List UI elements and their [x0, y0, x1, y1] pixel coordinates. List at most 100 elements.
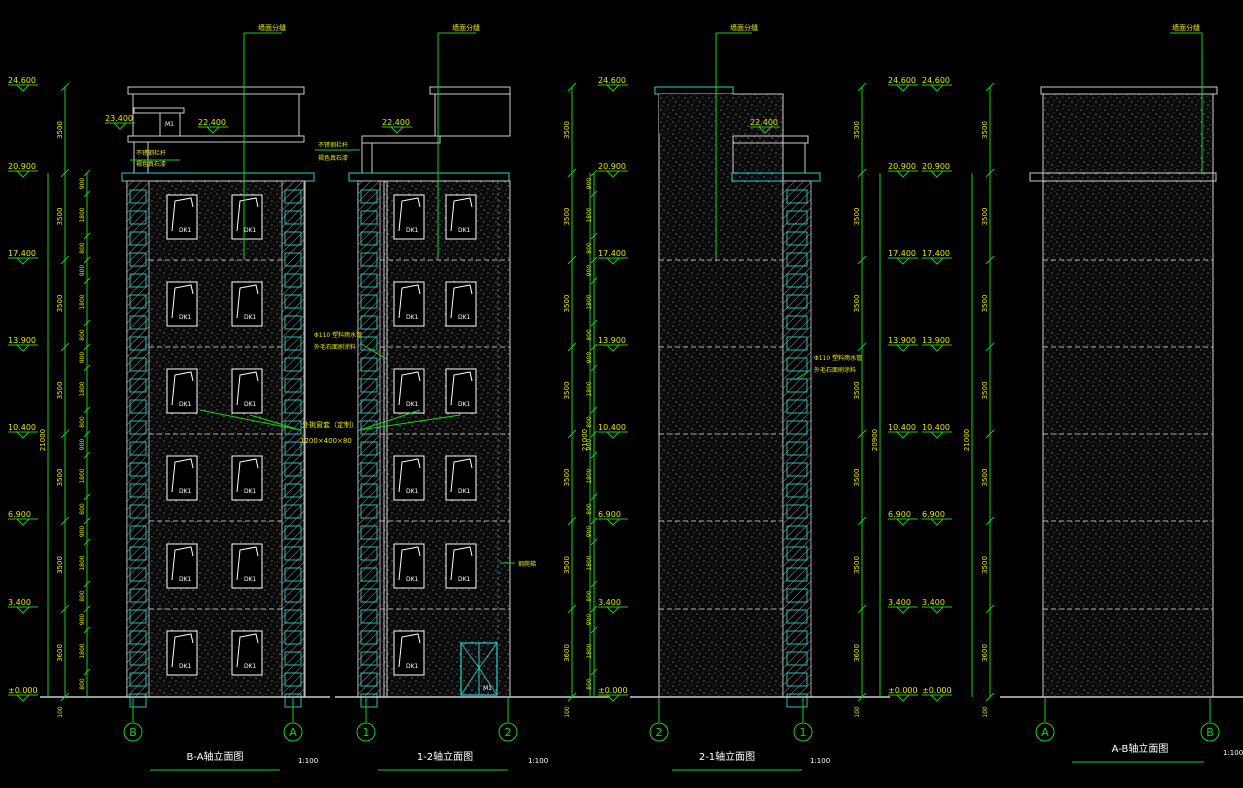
- elevation-marker: 3.400: [8, 598, 38, 614]
- elevation-marker: 13.900: [922, 336, 952, 352]
- svg-text:6.900: 6.900: [598, 510, 621, 519]
- window-tag: DK1: [179, 314, 192, 321]
- annotations: [130, 32, 1203, 564]
- view-2-1: [654, 86, 821, 708]
- stone-block: [786, 273, 808, 288]
- stone-block: [129, 609, 147, 624]
- roof-door-tag: M1: [165, 121, 174, 128]
- svg-text:3500: 3500: [981, 469, 989, 487]
- stone-block: [360, 630, 378, 645]
- stone-block: [129, 651, 147, 666]
- svg-text:1: 1: [363, 726, 370, 739]
- elevation-marker: 6.900: [922, 510, 952, 526]
- svg-text:3600: 3600: [981, 644, 989, 662]
- window-dk1: DK1: [166, 543, 198, 589]
- facade-2: [357, 180, 511, 698]
- stone-block: [284, 672, 302, 687]
- svg-text:1-2轴立面图: 1-2轴立面图: [417, 750, 473, 763]
- svg-text:B: B: [1206, 726, 1214, 739]
- elevation-marker: 24.600: [922, 76, 952, 92]
- svg-text:22.400: 22.400: [750, 118, 778, 127]
- axis-bubble: B: [123, 697, 143, 742]
- svg-text:2-1轴立面图: 2-1轴立面图: [699, 750, 755, 763]
- svg-text:3500: 3500: [981, 295, 989, 313]
- window-dk1: DK1: [231, 543, 263, 589]
- stone-block: [129, 210, 147, 225]
- stone-block: [786, 525, 808, 540]
- stone-block: [284, 294, 302, 309]
- svg-text:3500: 3500: [563, 295, 571, 313]
- elevation-marker: 24.600: [598, 76, 628, 92]
- svg-text:±0.000: ±0.000: [888, 686, 918, 695]
- window-dk1: DK1: [166, 194, 198, 240]
- axis-bubble: A: [283, 697, 303, 742]
- svg-text:17.400: 17.400: [888, 249, 916, 258]
- elevation-marker: 6.900: [8, 510, 38, 526]
- svg-text:3500: 3500: [563, 121, 571, 139]
- svg-text:800: 800: [79, 416, 86, 428]
- window-tag: DK1: [458, 488, 471, 495]
- stone-block: [786, 483, 808, 498]
- svg-text:3500: 3500: [853, 556, 861, 574]
- svg-text:23.400: 23.400: [105, 114, 133, 123]
- svg-text:B-A轴立面图: B-A轴立面图: [186, 750, 243, 763]
- svg-text:±0.000: ±0.000: [922, 686, 952, 695]
- dimension-chain: 3500350035003500350035003600900180080090…: [563, 82, 598, 718]
- window-dk1: DK1: [445, 543, 477, 589]
- svg-text:2: 2: [656, 726, 663, 739]
- label-downpipe: Φ110 塑料雨水管: [314, 331, 362, 339]
- svg-text:1800: 1800: [79, 381, 86, 396]
- svg-text:3600: 3600: [56, 644, 64, 662]
- stone-block: [360, 462, 378, 477]
- svg-text:6.900: 6.900: [922, 510, 945, 519]
- elevation-marker: 13.900: [598, 336, 628, 352]
- svg-text:100: 100: [564, 706, 571, 718]
- svg-text:900: 900: [79, 526, 86, 538]
- stone-block: [129, 294, 147, 309]
- stone-block: [786, 504, 808, 519]
- elevation-marker: 20.900: [8, 162, 38, 178]
- axis-bubble: A: [1035, 697, 1055, 742]
- stone-block: [129, 483, 147, 498]
- label-railing: 不锈钢栏杆: [136, 149, 166, 157]
- window-dk1: DK1: [231, 455, 263, 501]
- view-a-b: [1029, 86, 1218, 698]
- stone-block: [129, 315, 147, 330]
- svg-text:900: 900: [79, 265, 86, 277]
- svg-text:3500: 3500: [56, 295, 64, 313]
- stone-block: [129, 231, 147, 246]
- window-dk1: DK1: [393, 543, 425, 589]
- axis-bubble: 1: [793, 697, 813, 742]
- stone-block: [284, 651, 302, 666]
- svg-text:21000: 21000: [581, 429, 589, 451]
- roof-slab: [127, 86, 305, 95]
- stone-block: [129, 588, 147, 603]
- window-tag: DK1: [244, 663, 257, 670]
- window-tag: DK1: [244, 401, 257, 408]
- stone-block: [786, 651, 808, 666]
- stone-block: [284, 315, 302, 330]
- stone-block: [786, 588, 808, 603]
- stone-block: [129, 504, 147, 519]
- svg-text:3500: 3500: [563, 556, 571, 574]
- stone-block: [284, 504, 302, 519]
- elevation-marker: 13.900: [888, 336, 918, 352]
- stone-block: [360, 588, 378, 603]
- svg-text:20.900: 20.900: [888, 162, 916, 171]
- svg-text:1: 1: [800, 726, 807, 739]
- stone-block: [786, 441, 808, 456]
- facade-3: [658, 93, 784, 698]
- window-tag: DK1: [406, 576, 419, 583]
- window-dk1: DK1: [231, 194, 263, 240]
- roof-parapet: [127, 135, 305, 143]
- elevation-marker: 10.400: [888, 423, 918, 439]
- elevation-marker: 17.400: [922, 249, 952, 265]
- window-dk1: DK1: [393, 368, 425, 414]
- stone-block: [360, 252, 378, 267]
- stone-block: [284, 588, 302, 603]
- svg-text:3500: 3500: [981, 556, 989, 574]
